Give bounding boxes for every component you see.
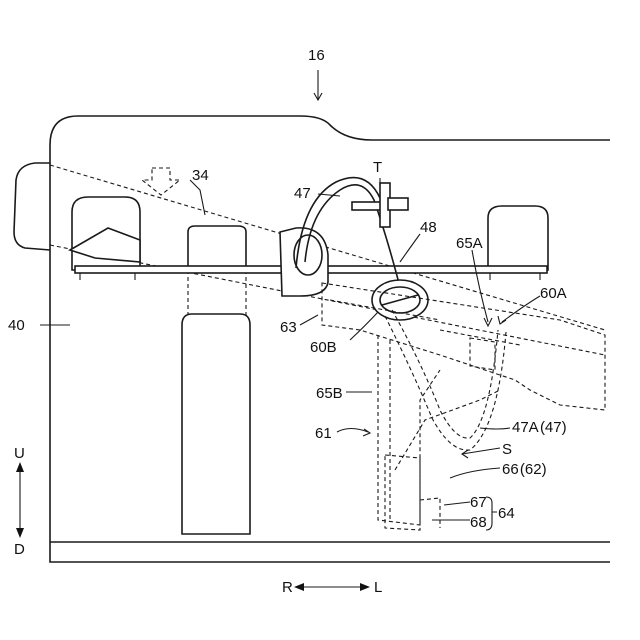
tray-block (470, 338, 495, 370)
element-66 (395, 390, 500, 470)
label-r: R (282, 579, 293, 596)
chute-65b (378, 335, 440, 525)
label-65b: 65B (316, 385, 343, 402)
label-d: D (14, 541, 25, 558)
label-66: 66 (62) (502, 461, 547, 478)
label-47a: 47A (47) (512, 419, 567, 436)
leader-63 (300, 315, 318, 325)
label-60a: 60A (540, 285, 567, 302)
label-48: 48 (420, 219, 437, 236)
left-tab (14, 163, 50, 250)
label-65a: 65A (456, 235, 483, 252)
label-64: 64 (498, 505, 515, 522)
brace-64 (486, 497, 497, 530)
label-68: 68 (470, 514, 487, 531)
label-63: 63 (280, 319, 297, 336)
hose-47a-outer (385, 316, 506, 450)
label-61: 61 (315, 425, 332, 442)
leader-34 (190, 180, 205, 215)
label-67: 67 (470, 494, 487, 511)
label-40: 40 (8, 317, 25, 334)
leader-61 (337, 429, 368, 433)
tray-63 (322, 283, 605, 410)
leader-48 (400, 234, 420, 262)
leader-47a (480, 428, 510, 429)
leader-66 (450, 468, 500, 478)
leader-60b (350, 312, 378, 340)
label-s: S (502, 441, 512, 458)
label-t: T (373, 159, 382, 176)
box-64 (385, 455, 440, 530)
leader-47 (318, 194, 340, 196)
label-u: U (14, 445, 25, 462)
label-34: 34 (192, 167, 209, 184)
label-16: 16 (308, 47, 325, 64)
leader-65a (472, 250, 488, 322)
leader-s (462, 448, 500, 454)
right-bin (488, 206, 548, 270)
bottle-top (188, 226, 246, 270)
tap-handle (388, 198, 408, 210)
label-l: L (374, 579, 382, 596)
bottle-body (182, 314, 250, 534)
open-arrow-icon (142, 168, 180, 195)
hose-47a (392, 310, 498, 438)
leader-67 (444, 502, 470, 505)
label-60b: 60B (310, 339, 337, 356)
label-47: 47 (294, 185, 311, 202)
